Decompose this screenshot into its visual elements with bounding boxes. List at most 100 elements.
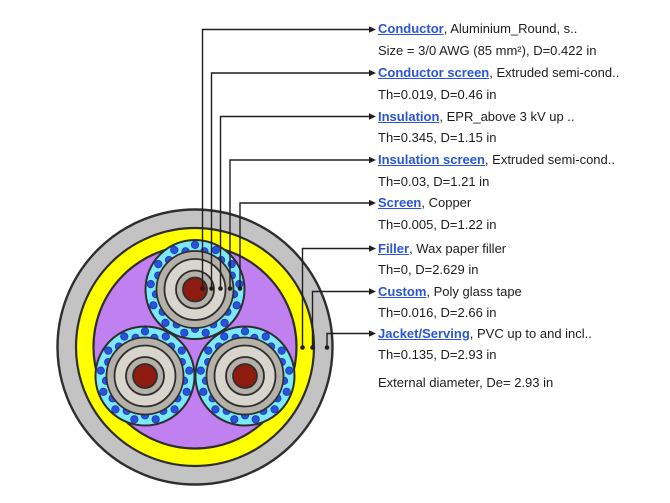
leader-dot [300,345,305,350]
leader-arrowhead-icon [369,113,376,120]
screen-wire-dot [170,245,179,255]
screen-wire-dot [282,387,291,396]
core-1 [144,239,246,340]
leader-line [229,159,369,289]
layer-desc: , Extruded semi-cond.. [484,152,615,167]
screen-wire-dot [196,366,205,375]
layer-detail: Size = 3/0 AWG (85 mm²), D=0.422 in [378,42,597,58]
leader-line [210,72,369,289]
screen-wire-dot [99,387,108,396]
screen-wire-dot [180,328,189,337]
leader-line [301,247,369,348]
layer-link-custom[interactable]: Custom [378,283,427,299]
label-custom: Custom, Poly glass tape Th=0.016, D=2.66… [378,281,522,324]
screen-wire-dot [161,318,170,327]
label-filler: Filler, Wax paper filler Th=0, D=2.629 i… [378,238,506,281]
layer-detail: Th=0.135, D=2.93 in [378,347,497,362]
screen-wire-dot [185,366,194,375]
layer-detail: Th=0.019, D=0.46 in [378,86,497,102]
layer-link-conductor[interactable]: Conductor [378,21,444,36]
label-jacket-serving: Jacket/Serving, PVC up to and incl.. Th=… [378,323,592,366]
layer-desc: , Wax paper filler [409,240,507,256]
screen-wire-dot [199,387,208,396]
leader-line [239,202,369,289]
leader-dot [200,286,205,291]
screen-wire-dot [151,415,160,424]
screen-wire-dot [251,415,260,424]
screen-wire-dot [104,346,113,355]
screen-wire-dot [220,332,229,341]
screen-wire-dot [149,301,158,310]
screen-wire-dot [230,415,239,424]
layer-desc: , Copper [421,195,472,210]
layer-detail: Th=0.005, D=1.22 in [378,216,497,232]
layer-link-conductor-screen[interactable]: Conductor screen [378,65,490,80]
screen-wire-dot [120,332,129,341]
screen-wire-dot [211,405,220,414]
leader-arrowhead-icon [369,26,376,33]
leader-dot [310,345,315,350]
layer-link-jacket-serving[interactable]: Jacket/Serving [378,325,470,341]
leader-dot [324,345,330,350]
leader-arrowhead-icon [369,245,376,252]
screen-wire-dot [201,328,210,337]
layer-desc: , PVC up to and incl.. [469,325,592,341]
leader-line [326,332,369,348]
screen-wire-dot [270,405,279,414]
layer-desc: , Aluminium_Round, s.. [443,21,578,36]
screen-wire-dot [204,346,213,355]
layer-detail: Th=0, D=2.629 in [378,262,479,277]
layer-detail: Th=0.03, D=1.21 in [378,173,490,189]
leader-jacket [324,330,376,350]
screen-wire-dot [161,332,170,341]
leader-custom [310,288,376,350]
screen-wire-dot [240,327,250,336]
layer-link-filler[interactable]: Filler [378,240,410,256]
leader-arrowhead-icon [369,288,376,295]
leader-line [219,115,369,289]
layer-detail: Th=0.016, D=2.66 in [378,305,497,320]
leader-dot [218,286,223,291]
label-conductor: Conductor, Aluminium_Round, s.. Size = 3… [378,18,596,61]
label-insulation: Insulation, EPR_above 3 kV up .. Th=0.34… [378,106,575,149]
leader-dot [209,286,214,291]
screen-wire-dot [227,260,236,269]
screen-wire-dot [211,245,220,255]
leader-dot [227,286,233,291]
screen-wire-dot [154,260,163,269]
screen-wire-dot [220,318,229,327]
cable-cross-section [56,208,334,486]
screen-wire-dot [261,332,270,341]
screen-wire-dot [130,415,139,424]
leader-line [201,28,369,289]
conductor [182,276,208,303]
core-3 [194,325,296,427]
screen-wire-dot [146,280,155,289]
leader-insulation-screen [227,156,376,291]
screen-wire-dot [170,405,179,414]
layer-link-insulation-screen[interactable]: Insulation screen [378,152,485,167]
external-diameter-text: External diameter, De= 2.93 in [378,375,554,390]
leader-arrowhead-icon [369,156,376,164]
conductor [132,363,158,389]
screen-wire-dot [140,327,150,336]
layer-link-screen[interactable]: Screen [378,195,422,210]
leader-dot [237,286,243,291]
screen-wire-dot [285,366,294,375]
screen-wire-dot [177,346,186,355]
leader-filler [300,245,376,350]
leader-conductor-screen [209,69,376,291]
leader-line [311,290,369,348]
leader-arrowhead-icon [369,69,376,77]
layer-desc: , Poly glass tape [426,283,522,299]
layer-link-insulation[interactable]: Insulation [378,108,440,124]
layer-desc: , Extruded semi-cond.. [489,65,620,80]
leader-conductor [200,26,376,291]
label-conductor-screen: Conductor screen, Extruded semi-cond.. T… [378,62,619,105]
label-screen: Screen, Copper Th=0.005, D=1.22 in [378,192,497,235]
screen-wire-dot [111,405,120,414]
screen-wire-dot [232,301,241,310]
conductor [232,363,258,389]
